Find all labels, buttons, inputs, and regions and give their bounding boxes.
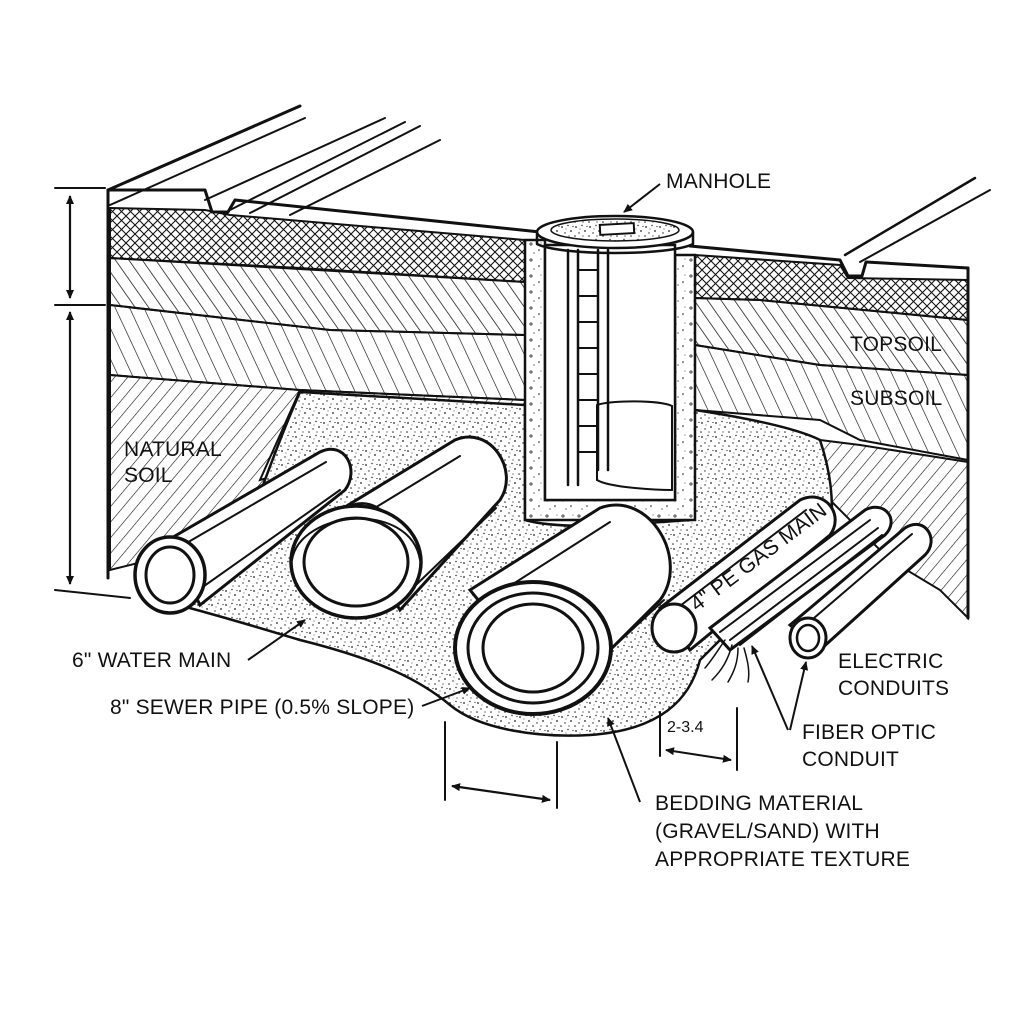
manhole-label: MANHOLE: [666, 170, 771, 193]
bedding-material-label-line3: APPROPRIATE TEXTURE: [655, 848, 910, 871]
topsoil-label: TOPSOIL: [850, 333, 942, 356]
labels: MANHOLE TOPSOIL SUBSOIL NATURAL SOIL 6" …: [72, 170, 949, 871]
water-main-pipe: [133, 447, 353, 615]
water-main-label: 6" WATER MAIN: [72, 649, 231, 672]
natural-soil-label-line2: SOIL: [124, 464, 173, 487]
sewer-pipe-label: 8" SEWER PIPE (0.5% SLOPE): [110, 696, 414, 719]
manhole: [523, 214, 697, 522]
gas-clearance-dimension: 2-3.4: [659, 707, 738, 771]
electric-conduit: [787, 522, 933, 660]
sewer-pipe: [453, 503, 672, 716]
fiber-optic-label-line1: FIBER OPTIC: [802, 721, 936, 744]
clearance-dimension-label: 2-3.4: [667, 719, 704, 736]
leader-lines: [247, 183, 809, 803]
manhole-cover: [535, 214, 695, 255]
trench-width-dimension: [444, 721, 558, 809]
depth-dimension: [54, 187, 131, 599]
large-pipe: [289, 435, 508, 620]
fiber-optic-conduit: [704, 505, 893, 683]
subsoil-label: SUBSOIL: [850, 387, 942, 410]
soil-layers-right: [694, 253, 970, 621]
bedding-material-label-line1: BEDDING MATERIAL: [655, 792, 863, 815]
electric-conduits-label-line1: ELECTRIC: [838, 650, 943, 673]
bedding-material-label-line2: (GRAVEL/SAND) WITH: [655, 820, 880, 843]
manhole-ladder: [566, 248, 610, 487]
electric-conduits-label-line2: CONDUITS: [838, 677, 949, 700]
natural-soil-label-line1: NATURAL: [124, 438, 222, 461]
fiber-optic-label-line2: CONDUIT: [802, 748, 899, 771]
